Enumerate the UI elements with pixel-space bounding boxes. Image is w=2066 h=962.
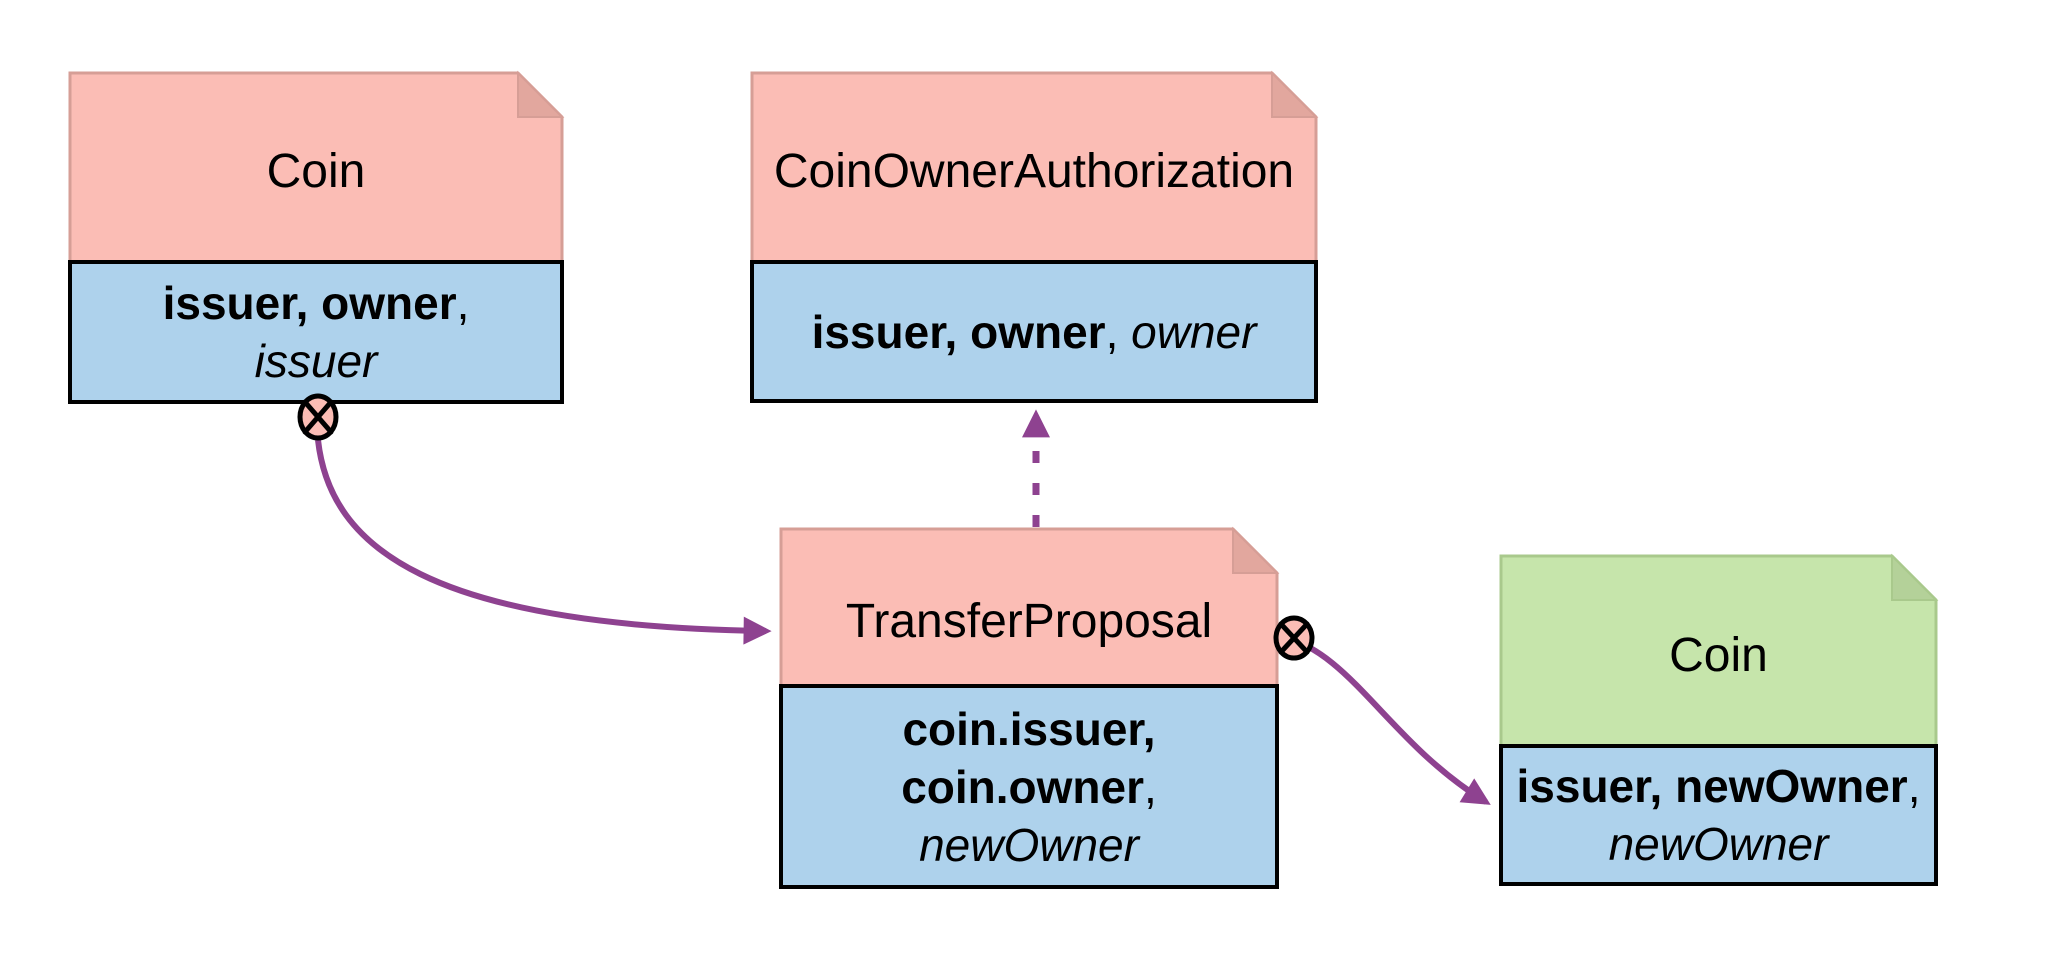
fold-corner-icon xyxy=(1232,526,1280,574)
signatories-line: issuer, newOwner, xyxy=(1517,757,1921,815)
coin-owner-authorization-parties: issuer, owner, owner xyxy=(752,262,1316,401)
coin-new-party-section xyxy=(1499,744,1938,886)
signatories-line: issuer, owner, owner xyxy=(812,303,1257,361)
signatories-line: issuer, owner, xyxy=(163,274,470,332)
transfer-proposal-note-shape xyxy=(779,526,1280,688)
controllers-line: newOwner xyxy=(1609,815,1829,873)
controllers-line: newOwner xyxy=(919,816,1139,874)
coin-new-title: Coin xyxy=(1501,556,1936,746)
separator: , xyxy=(1105,305,1132,358)
controllers-label: newOwner xyxy=(919,818,1139,871)
coin-owner-authorization-title: CoinOwnerAuthorization xyxy=(752,73,1316,262)
coin-original-title: Coin xyxy=(70,73,562,262)
controllers-label: newOwner xyxy=(1608,818,1829,870)
signatories-label: issuer, newOwner xyxy=(1516,760,1908,812)
box-title-label: Coin xyxy=(1669,628,1768,682)
box-title-label: TransferProposal xyxy=(845,595,1213,648)
fold-corner-icon xyxy=(517,70,565,118)
coin-original-party-section xyxy=(68,260,564,404)
signatories-line: coin.owner, xyxy=(901,758,1157,816)
create-arrow-transferproposal-to-coin xyxy=(1279,633,1491,805)
controllers-line: issuer xyxy=(255,332,378,390)
coin-original-note-shape xyxy=(68,70,565,264)
consuming-choice-icon xyxy=(1273,615,1315,661)
archive-arrow-coin-to-transferproposal xyxy=(315,439,772,645)
controllers-label: owner xyxy=(1131,305,1257,358)
transfer-proposal-party-section xyxy=(779,684,1279,889)
signatories-label: issuer, owner xyxy=(162,277,457,329)
signatories-label: coin.owner xyxy=(901,760,1145,813)
consuming-choice-icon xyxy=(297,393,339,441)
coin-new-parties: issuer, newOwner, newOwner xyxy=(1501,746,1936,884)
fold-corner-icon xyxy=(1271,70,1319,118)
signatories-label: coin.issuer, xyxy=(902,702,1156,755)
coin-owner-authorization-note-shape xyxy=(750,70,1319,264)
separator: , xyxy=(456,277,470,329)
box-title-label: Coin xyxy=(266,145,366,198)
transfer-proposal-parties: coin.issuer, coin.owner, newOwner xyxy=(781,686,1277,887)
box-title-label: CoinOwnerAuthorization xyxy=(773,145,1295,198)
transfer-proposal-title: TransferProposal xyxy=(781,529,1277,686)
separator: , xyxy=(1907,760,1921,812)
signatories-line: coin.issuer, xyxy=(902,700,1155,758)
fold-corner-icon xyxy=(1891,553,1939,601)
signatories-label: issuer, owner xyxy=(811,305,1106,358)
coin-owner-authorization-party-section xyxy=(750,260,1318,403)
separator: , xyxy=(1144,760,1157,813)
coin-original-parties: issuer, owner, issuer xyxy=(70,262,562,402)
controllers-label: issuer xyxy=(254,335,378,387)
coin-new-note-shape xyxy=(1499,553,1939,748)
